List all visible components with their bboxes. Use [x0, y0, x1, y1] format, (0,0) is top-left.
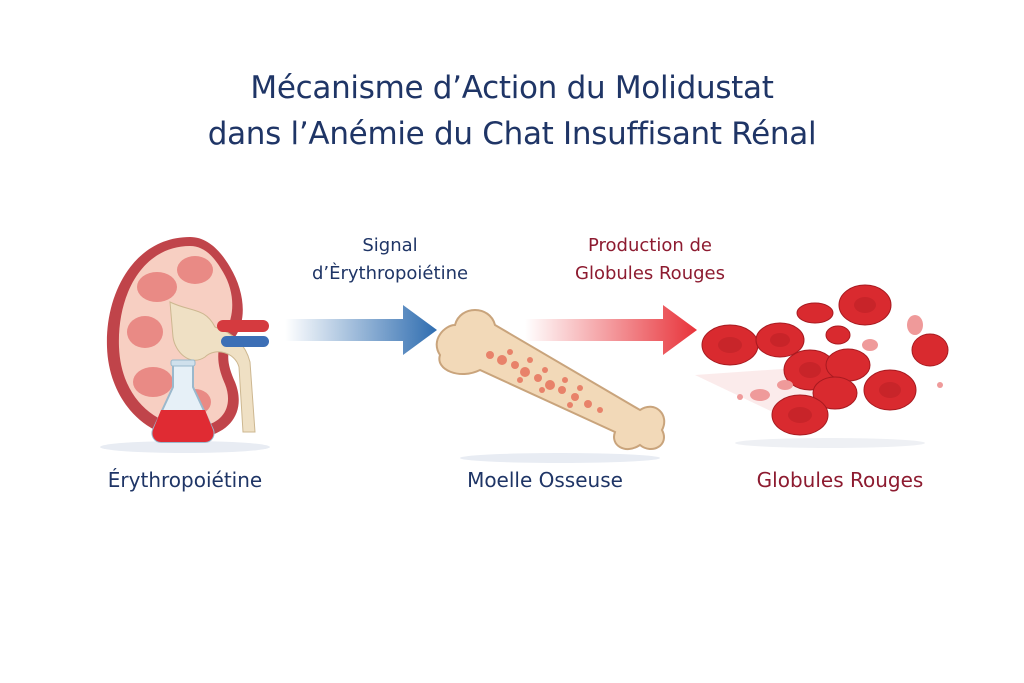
edge-label-line1: Signal [362, 235, 418, 256]
arrow-right-icon [525, 305, 697, 355]
node-label-red-blood-cells: Globules Rouges [756, 468, 924, 492]
title-line-2: dans l’Anémie du Chat Insuffisant Rénal [207, 116, 817, 152]
edge-label-production: Production de Globules Rouges [540, 232, 760, 288]
edge-label-line2: d’Èrythropoiétine [311, 263, 469, 284]
edge-label-line2: Globules Rouges [575, 263, 725, 284]
node-label-erythropoietin: Érythropoiétine [107, 468, 263, 492]
bone-marrow-icon [435, 309, 666, 463]
red-blood-cells-icon [695, 284, 949, 448]
edge-label-signal: Signal d’Èrythropoiétine [290, 232, 490, 288]
kidney-with-flask-icon [100, 237, 270, 453]
arrow-right-icon [285, 305, 437, 355]
edge-label-line1: Production de [588, 235, 712, 256]
title-line-1: Mécanisme d’Action du Molidustat [250, 70, 774, 106]
node-label-bone-marrow: Moelle Osseuse [467, 468, 623, 492]
